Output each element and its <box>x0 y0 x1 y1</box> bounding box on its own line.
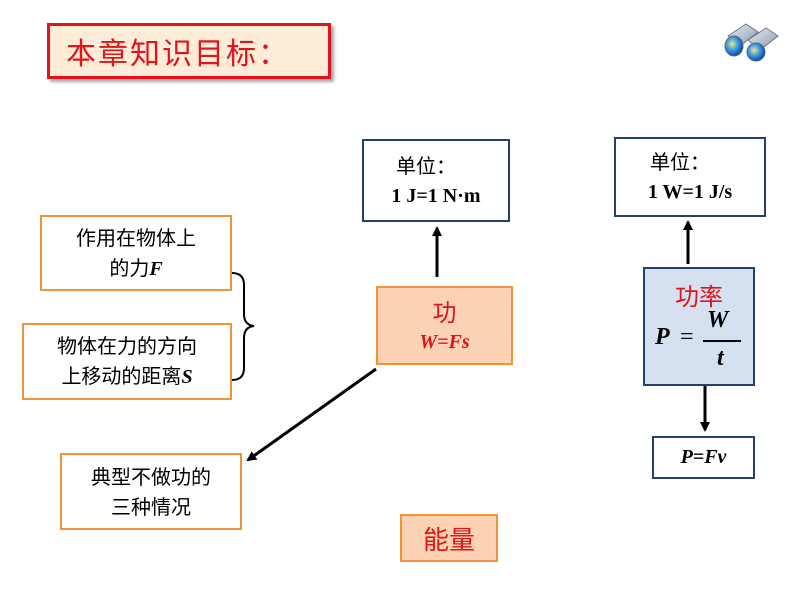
work-unit-label: 单位： <box>396 153 456 178</box>
power-unit-value: 1 W=1 J/s <box>647 181 733 203</box>
work-unit-value: 1 J=1 N·m <box>391 184 481 207</box>
power-formula-lhs: P <box>655 324 670 350</box>
no-work-cases-box: 典型不做功的 三种情况 <box>60 453 242 530</box>
force-line2: 的力F <box>109 253 162 284</box>
power-formula-equals: = <box>680 324 694 350</box>
energy-box: 能量 <box>400 514 498 562</box>
distance-condition-box: 物体在力的方向 上移动的距离S <box>22 323 232 400</box>
energy-title: 能量 <box>422 525 475 556</box>
power-derived-formula: P=Fv <box>680 446 727 468</box>
force-condition-box: 作用在物体上 的力F <box>40 215 232 291</box>
power-derived-box: P=Fv <box>652 436 755 479</box>
power-formula-denominator: t <box>717 345 724 371</box>
arrow-work-to-cases <box>246 367 377 462</box>
power-title: 功率 <box>675 283 723 311</box>
work-formula: W=Fs <box>419 330 470 353</box>
power-box: 功率 P = W t <box>643 267 755 386</box>
binocular-icon <box>722 18 780 62</box>
distance-line1: 物体在力的方向 <box>57 334 197 358</box>
power-unit-box: 单位： 1 W=1 J/s <box>614 137 766 217</box>
force-line1: 作用在物体上 <box>76 225 196 250</box>
force-line2-prefix: 的力 <box>109 255 150 280</box>
work-title: 功 <box>432 298 457 327</box>
force-variable: F <box>149 257 163 280</box>
curly-brace <box>231 272 255 381</box>
work-unit-box: 单位： 1 J=1 N·m <box>362 139 510 222</box>
chapter-title: 本章知识目标： <box>47 23 331 79</box>
cases-line1: 典型不做功的 <box>91 464 211 489</box>
distance-variable: S <box>181 366 193 388</box>
power-unit-label: 单位： <box>650 150 710 174</box>
fraction-bar <box>703 340 741 342</box>
distance-line2-prefix: 上移动的距离 <box>61 364 182 388</box>
cases-line2: 三种情况 <box>111 494 191 519</box>
work-box: 功 W=Fs <box>376 286 513 365</box>
power-formula-numerator: W <box>707 307 729 333</box>
distance-line2: 上移动的距离S <box>61 361 192 392</box>
